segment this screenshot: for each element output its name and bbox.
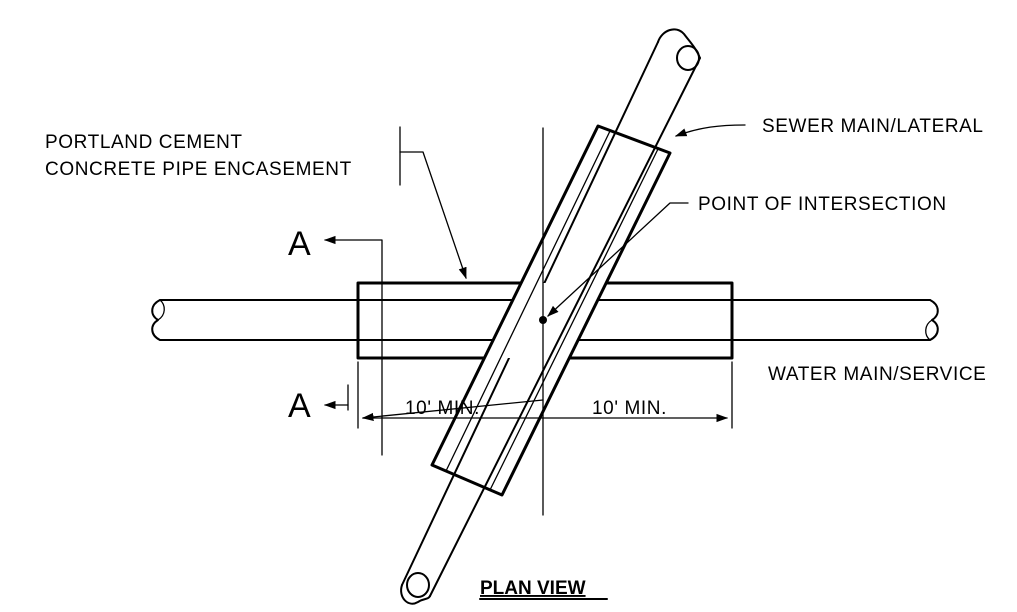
dimension-left-label: 10' MIN.	[405, 398, 480, 419]
section-label-top: A	[288, 225, 311, 263]
encasement-leader	[399, 126, 467, 280]
section-cut-a	[323, 235, 383, 456]
sewer-encasement	[430, 124, 672, 497]
view-title: PLAN VIEW	[480, 578, 586, 599]
intersection-label: POINT OF INTERSECTION	[698, 194, 947, 215]
intersection-point	[539, 316, 547, 324]
sewer-label: SEWER MAIN/LATERAL	[762, 116, 984, 137]
sewer-pipe	[400, 28, 701, 605]
dimension-right-label: 10' MIN.	[592, 398, 667, 419]
encasement-label-line2: CONCRETE PIPE ENCASEMENT	[45, 159, 352, 180]
sewer-leader	[674, 124, 746, 137]
encasement-label-line1: PORTLAND CEMENT	[45, 132, 243, 153]
water-label: WATER MAIN/SERVICE	[768, 364, 986, 385]
section-label-bottom: A	[288, 387, 311, 425]
intersection-leader	[547, 202, 689, 317]
dimension-lines	[357, 361, 733, 429]
